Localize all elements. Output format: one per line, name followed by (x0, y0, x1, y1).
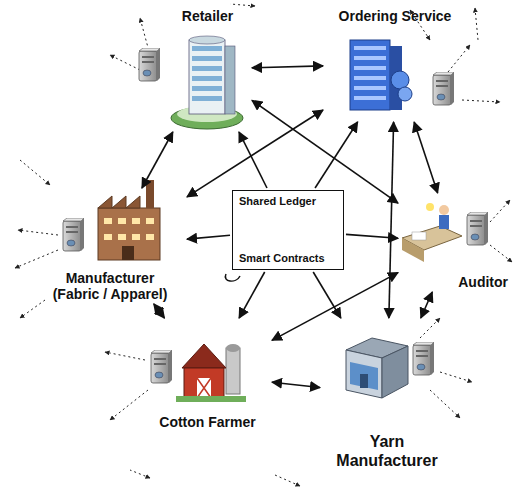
server-icon (413, 342, 434, 375)
barn-building (176, 344, 246, 402)
participant-node: Ordering Service (325, 8, 465, 120)
connector-arrow (252, 100, 398, 203)
participant-node: Yarn Manufacturer (322, 320, 452, 470)
connector-arrow (272, 273, 398, 341)
connector-arrow (239, 272, 265, 318)
connector-arrow (313, 272, 341, 318)
node-label: Auditor (458, 274, 508, 290)
participant-node: Manufacturer (Fabric / Apparel) (35, 190, 185, 302)
connector-arrow (421, 292, 432, 318)
ledger-scroll (225, 274, 240, 281)
retailer-building (171, 36, 243, 129)
connector-arrow (346, 234, 398, 238)
connector-arrow (187, 235, 230, 239)
participant-node: Cotton Farmer (145, 320, 270, 430)
auditor-desk (402, 203, 462, 262)
connector-arrow (272, 382, 320, 387)
server-icon (63, 218, 84, 251)
node-label: Yarn Manufacturer (327, 433, 447, 470)
node-label: Retailer (182, 8, 233, 24)
connector-arrow (142, 132, 173, 188)
connector-arrow (154, 304, 165, 318)
ordering-building (350, 40, 412, 110)
factory-building (98, 180, 160, 260)
network-link (15, 4, 512, 486)
participant-node: Auditor (400, 195, 508, 290)
server-icon (467, 212, 488, 245)
ledger-box: Shared LedgerSmart Contracts (232, 190, 344, 270)
connector-arrow (389, 122, 394, 318)
node-label: Cotton Farmer (159, 414, 255, 430)
server-icon (151, 350, 172, 383)
connector-arrow (187, 110, 323, 197)
connector-arrow (315, 122, 358, 188)
node-label: Ordering Service (339, 8, 452, 24)
connector-arrow (414, 122, 437, 193)
server-icon (139, 48, 160, 81)
ledger-title: Shared Ledger (239, 195, 316, 208)
server-icon (433, 72, 454, 105)
connector-arrow (239, 132, 267, 188)
yarn-building (346, 338, 408, 398)
participant-node: Retailer (165, 8, 250, 130)
connector-arrow (252, 66, 323, 68)
node-label: Manufacturer (Fabric / Apparel) (44, 270, 176, 302)
ledger-subtitle: Smart Contracts (239, 252, 325, 265)
